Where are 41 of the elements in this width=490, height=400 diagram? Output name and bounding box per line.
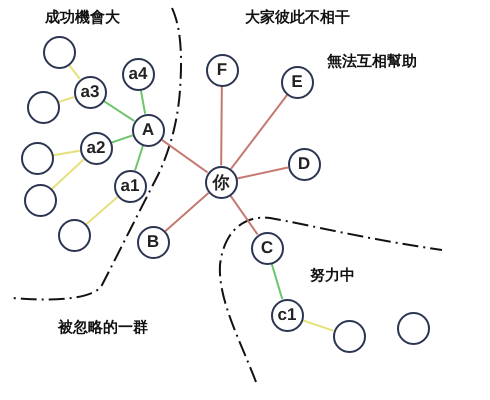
circle-node: E	[280, 66, 314, 98]
connector-line	[111, 134, 133, 144]
connector-line	[53, 150, 80, 156]
connector-line	[230, 194, 258, 236]
circle-node: F	[206, 54, 238, 86]
circle-node: a1	[114, 170, 146, 202]
connector-line	[86, 196, 118, 225]
connector-line	[51, 158, 85, 190]
connector-line	[68, 64, 81, 80]
connector-line	[236, 166, 288, 180]
connector-line	[140, 90, 146, 114]
connector-line	[134, 145, 144, 171]
circle-node: a2	[80, 132, 112, 164]
circle-node: 你	[204, 166, 238, 198]
circle-node: D	[288, 148, 320, 180]
connector-line	[220, 86, 223, 166]
empty-circle	[26, 90, 60, 124]
group-label: 成功機會大	[45, 8, 120, 27]
circle-node: a4	[122, 58, 154, 90]
connector-line	[58, 96, 75, 103]
empty-circle	[58, 218, 90, 252]
connector-line	[160, 138, 208, 174]
group-label: 無法互相幫助	[327, 52, 417, 71]
group-label: 被忽略的一群	[58, 318, 148, 337]
circle-node: c1	[270, 298, 304, 332]
empty-circle	[332, 320, 366, 352]
group-label: 努力中	[310, 266, 355, 285]
connector-line	[270, 264, 284, 300]
empty-circle	[20, 142, 54, 174]
connector-line	[103, 100, 135, 122]
connector-line	[230, 94, 288, 170]
group-label: 大家彼此不相干	[245, 8, 350, 27]
empty-circle	[42, 36, 76, 68]
circle-node: A	[132, 114, 164, 146]
circle-node: a3	[74, 76, 106, 108]
empty-circle	[396, 312, 430, 344]
connector-line	[164, 192, 210, 232]
connector-line	[302, 319, 334, 332]
empty-circle	[24, 184, 56, 216]
circle-node: B	[136, 226, 170, 258]
circle-node: C	[250, 232, 284, 264]
